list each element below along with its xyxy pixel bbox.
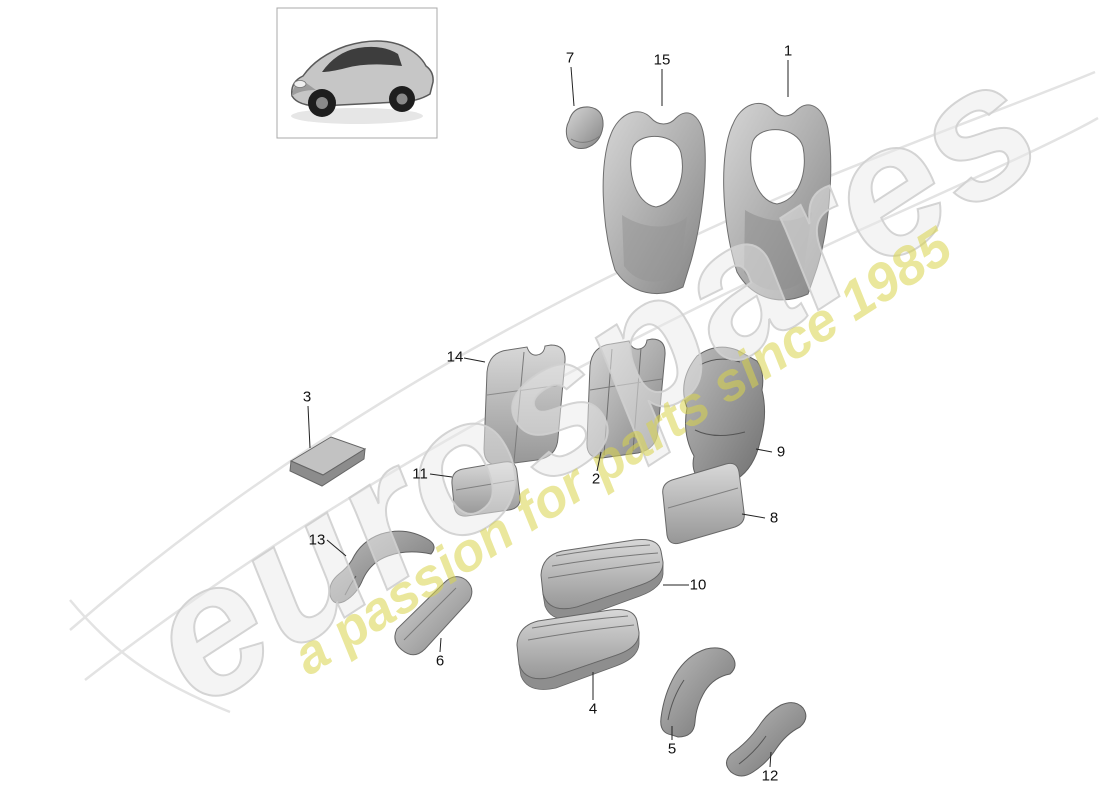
part-label-13[interactable]: 13	[308, 531, 326, 549]
part-label-11[interactable]: 11	[412, 465, 428, 483]
part-8-crease	[667, 487, 739, 509]
leader-line-8	[741, 513, 766, 519]
part-label-1[interactable]: 1	[783, 42, 793, 60]
leader-line-11	[429, 473, 453, 478]
part-5-crease	[667, 679, 685, 721]
part-shape-6[interactable]	[394, 576, 473, 656]
leader-line-14	[463, 357, 486, 363]
part-shape-5[interactable]	[660, 647, 736, 738]
part-12-crease	[738, 735, 767, 765]
leader-line-7	[570, 66, 575, 107]
leader-line-12	[769, 751, 772, 768]
part-11-body[interactable]	[451, 461, 521, 517]
part-6-body[interactable]	[394, 576, 473, 656]
part-6-crease	[403, 587, 457, 641]
part-label-15[interactable]: 15	[653, 51, 671, 69]
part-2-seam-right	[632, 347, 642, 452]
leader-line-3	[307, 405, 311, 449]
part-8-body[interactable]	[662, 462, 745, 545]
part-1-foam-insert	[744, 210, 812, 291]
part-10-seam-2	[551, 552, 659, 567]
part-shape-3[interactable]	[289, 436, 367, 487]
part-shape-2[interactable]	[586, 338, 666, 459]
part-9-body[interactable]	[683, 346, 766, 484]
part-label-8[interactable]: 8	[769, 509, 779, 527]
part-label-5[interactable]: 5	[667, 740, 677, 758]
part-shape-4[interactable]	[516, 609, 640, 690]
part-4-seam-1	[531, 615, 629, 629]
leader-lines	[307, 60, 789, 768]
part-11-crease	[455, 479, 517, 491]
part-label-4[interactable]: 4	[588, 700, 598, 718]
part-label-12[interactable]: 12	[761, 767, 779, 785]
leader-line-2	[596, 451, 602, 472]
swoosh-curve-lower	[84, 116, 1099, 681]
part-shape-11[interactable]	[451, 461, 521, 517]
car-headlight	[293, 80, 307, 88]
part-14-seam	[513, 351, 525, 463]
part-4-front-face	[518, 631, 640, 690]
part-label-2[interactable]: 2	[591, 470, 601, 488]
part-7-body[interactable]	[565, 106, 604, 149]
part-10-seam-3	[547, 561, 661, 579]
part-shape-13[interactable]	[329, 530, 435, 604]
part-label-10[interactable]: 10	[689, 576, 707, 594]
car-illustration	[290, 40, 434, 124]
part-4-seam-2	[527, 624, 635, 641]
part-label-14[interactable]: 14	[446, 348, 464, 366]
part-shape-9[interactable]	[683, 346, 766, 484]
car-front-hub	[316, 97, 328, 109]
part-3-side-face	[289, 448, 366, 487]
part-label-6[interactable]: 6	[435, 652, 445, 670]
car-rear-hub	[396, 93, 408, 105]
part-2-crease	[589, 378, 663, 391]
part-shape-15[interactable]	[602, 111, 706, 294]
swoosh-curve-tail	[69, 599, 231, 714]
part-label-3[interactable]: 3	[302, 388, 312, 406]
part-shape-1[interactable]	[723, 102, 832, 301]
part-15-foam-insert	[622, 215, 687, 282]
part-14-crease	[486, 384, 562, 396]
part-shape-8[interactable]	[662, 462, 745, 545]
part-13-body[interactable]	[329, 530, 435, 604]
part-9-ridge-top	[699, 358, 741, 366]
part-label-7[interactable]: 7	[565, 49, 575, 67]
car-cabin-glass	[322, 46, 402, 72]
part-2-seam-left	[603, 348, 613, 456]
part-5-body[interactable]	[660, 647, 736, 738]
part-10-seam-1	[555, 544, 651, 557]
part-12-body[interactable]	[726, 702, 807, 777]
part-13-crease	[344, 575, 357, 596]
car-thumbnail	[276, 7, 438, 139]
leader-line-13	[326, 539, 347, 557]
part-shape-7[interactable]	[565, 106, 604, 149]
part-shape-12[interactable]	[726, 702, 807, 777]
part-shape-10[interactable]	[540, 539, 664, 620]
leader-line-6	[439, 637, 442, 653]
part-7-crease	[570, 135, 601, 143]
leader-line-9	[755, 448, 773, 453]
part-label-9[interactable]: 9	[776, 443, 786, 461]
part-9-ridge-bottom	[694, 429, 746, 436]
